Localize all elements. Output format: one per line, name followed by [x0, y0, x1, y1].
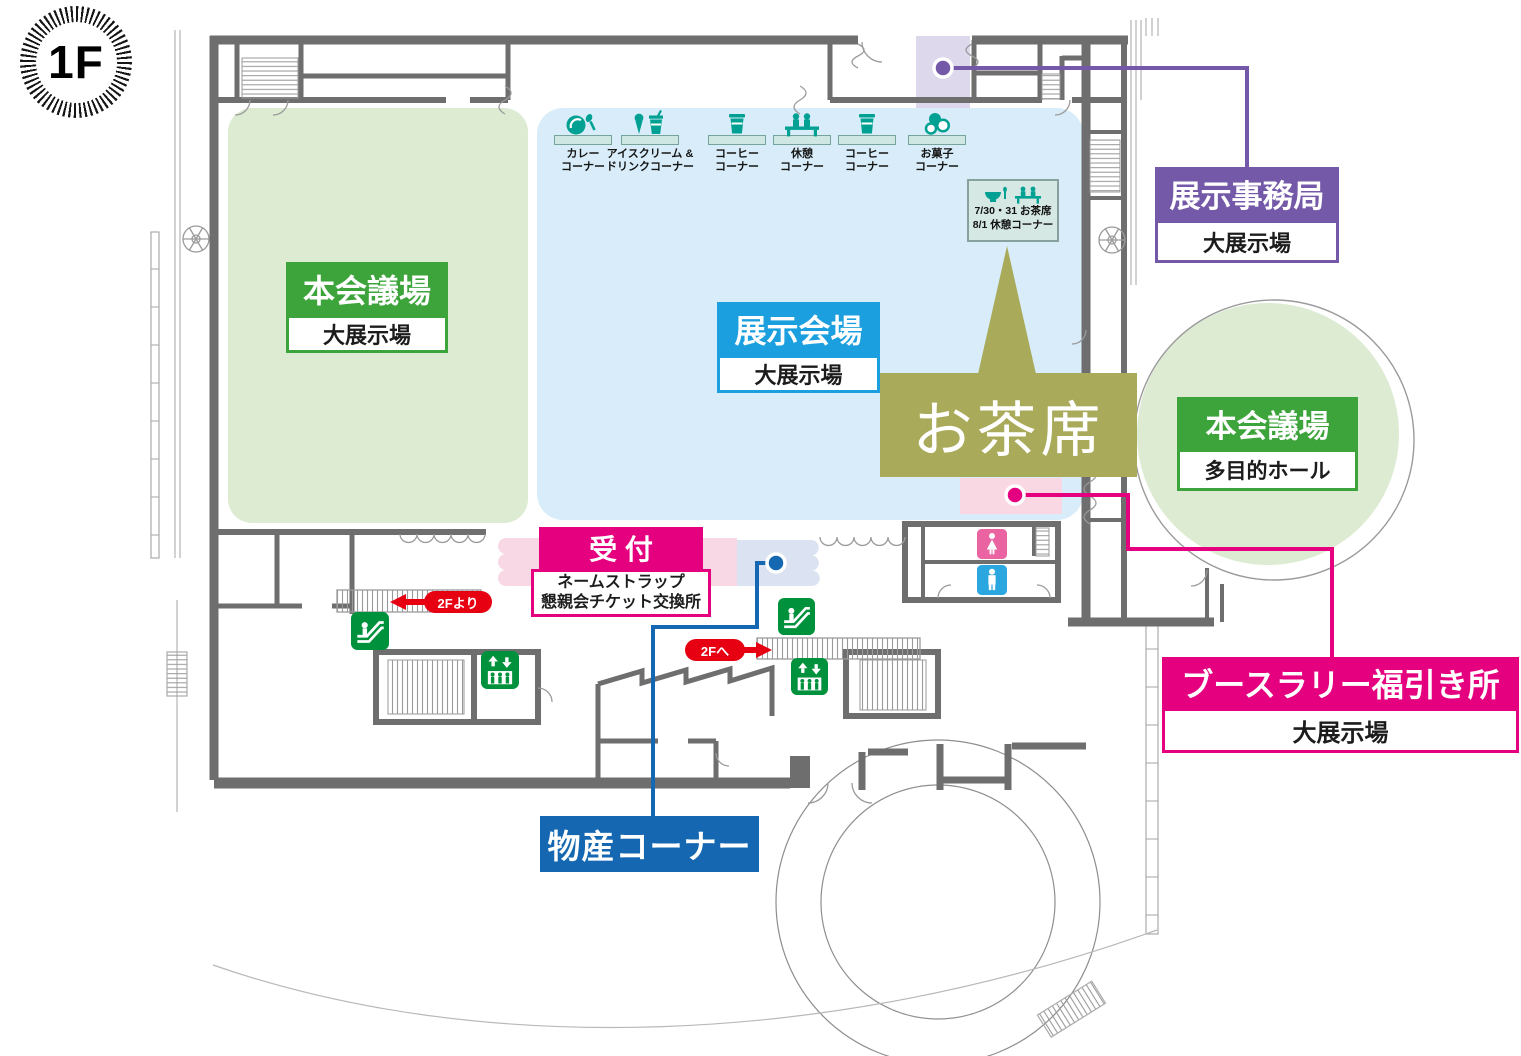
rest-bench-icon [785, 113, 819, 137]
site-lines [150, 18, 1159, 1056]
exhibition-hall-title: 展示会場 [717, 302, 880, 355]
booth-lottery-label: ブースラリー福引き所 大展示場 [1162, 657, 1519, 753]
escalator-icon [778, 598, 815, 635]
elevator-icon [791, 658, 828, 695]
main-hall-round-subtitle: 多目的ホール [1177, 449, 1358, 491]
reception-line1: ネームストラップ [557, 573, 685, 591]
from-2f-badge: 2Fより [424, 591, 492, 613]
products-dot [765, 552, 787, 574]
icecream-drink-icon [634, 110, 663, 134]
tea-bowl-icon [985, 186, 1007, 202]
reception-title: 受 付 [539, 527, 703, 569]
stall-coffee-1: コーヒーコーナー [691, 110, 783, 174]
main-hall-west-title: 本会議場 [286, 262, 448, 315]
stall-coffee-2: コーヒーコーナー [821, 110, 913, 174]
products-corner-label: 物産コーナー [540, 816, 759, 872]
tea-schedule-box: 7/30・31 お茶席 8/1 休憩コーナー [967, 179, 1059, 242]
stall-table [708, 135, 766, 145]
sweets-icon [924, 113, 951, 135]
fan-icon [182, 225, 210, 253]
stall-table [908, 135, 966, 145]
exhibition-hall-label: 展示会場 大展示場 [717, 302, 880, 393]
curry-icon [566, 114, 596, 135]
stall-table [621, 135, 679, 145]
to-2f-badge: 2Fへ [685, 639, 745, 661]
walls [209, 35, 1224, 790]
lottery-leader-line [1015, 493, 1334, 660]
escalator-icon [351, 612, 389, 650]
elevator-icon [481, 651, 519, 689]
booth-lottery-title: ブースラリー福引き所 [1162, 657, 1519, 708]
stall-table [773, 135, 831, 145]
callout-lines [651, 66, 1334, 818]
stall-table [554, 135, 612, 145]
reception-line2: 懇親会チケット交換所 [540, 594, 701, 611]
tea-ceremony-label: お茶席 [880, 373, 1137, 477]
exhibition-office-title: 展示事務局 [1155, 167, 1339, 220]
stall-curry: カレーコーナー [537, 110, 629, 174]
stall-table [838, 135, 896, 145]
tea-schedule-line2: 8/1 休憩コーナー [972, 218, 1054, 231]
coffee-icon [859, 114, 875, 134]
door-marks [182, 41, 1208, 804]
stall-sweets: お菓子コーナー [891, 110, 983, 174]
fan-icon [1098, 226, 1126, 254]
booth-lottery-subtitle: 大展示場 [1162, 708, 1519, 753]
callout-dots [765, 57, 1026, 574]
mens-restroom-icon [977, 565, 1007, 595]
main-hall-round-label: 本会議場 多目的ホール [1177, 397, 1358, 491]
floor-badge: 1F [20, 6, 132, 118]
office-leader-line [943, 66, 1249, 167]
escalator-ramp-east [756, 637, 921, 660]
reception-label: 受 付 ネームストラップ 懇親会チケット交換所 [531, 527, 711, 617]
main-hall-west-subtitle: 大展示場 [286, 315, 448, 353]
tea-schedule-line1: 7/30・31 お茶席 [974, 205, 1052, 217]
products-leader-line [651, 561, 776, 818]
stall-rest: 休憩コーナー [756, 110, 848, 174]
floor-badge-text: 1F [35, 21, 117, 103]
main-hall-round-title: 本会議場 [1177, 397, 1358, 449]
womens-restroom-icon [977, 529, 1007, 559]
main-hall-west-label: 本会議場 大展示場 [286, 262, 448, 353]
tea-seat-arrow [978, 246, 1036, 374]
office-dot [932, 57, 954, 79]
exhibition-hall-subtitle: 大展示場 [717, 355, 880, 393]
stall-icecream-drink: アイスクリーム &ドリンクコーナー [594, 110, 706, 174]
exhibition-office-label: 展示事務局 大展示場 [1155, 167, 1339, 263]
lottery-dot [1004, 484, 1026, 506]
rest-bench-icon [1015, 186, 1041, 204]
exhibition-office-subtitle: 大展示場 [1155, 220, 1339, 263]
coffee-icon [729, 114, 745, 134]
